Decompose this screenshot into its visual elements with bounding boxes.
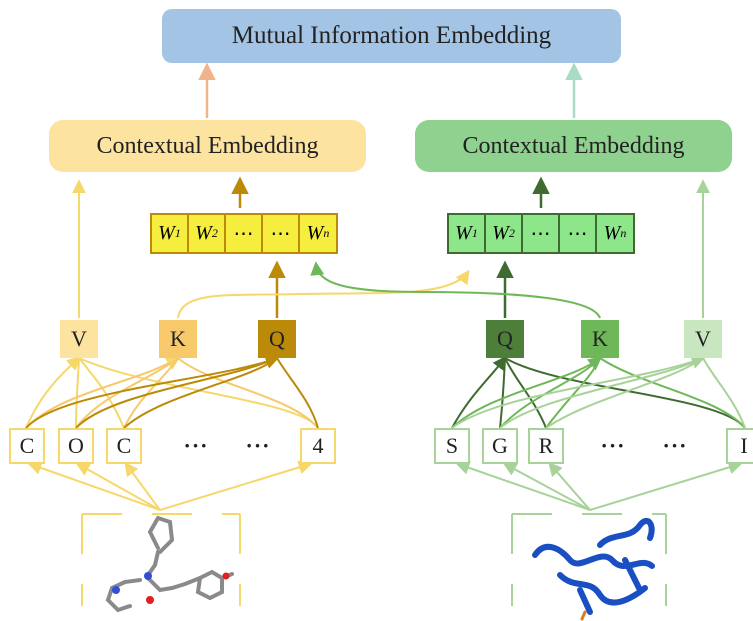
right-weight-cell-4: ⋯ <box>560 215 597 252</box>
left-token-ellipsis-1: ··· <box>183 433 209 458</box>
left-k-node: K <box>159 320 197 358</box>
right-k-node: K <box>581 320 619 358</box>
right-token-3: R <box>528 428 564 464</box>
right-token-ellipsis-1: ··· <box>600 433 626 458</box>
left-token-2: O <box>58 428 94 464</box>
left-v-node: V <box>60 320 98 358</box>
left-attention-edges <box>25 355 319 429</box>
left-token-1: C <box>9 428 45 464</box>
protein-image <box>532 518 655 621</box>
left-q-node: Q <box>258 320 296 358</box>
left-contextual-embedding-box: Contextual Embedding <box>49 120 366 172</box>
right-v-node: V <box>684 320 722 358</box>
right-q-node: Q <box>486 320 524 358</box>
left-token-ellipsis-2: ··· <box>245 433 271 458</box>
left-token-last: 4 <box>300 428 336 464</box>
right-attention-edges <box>451 355 746 429</box>
arrow-right-k-to-left-weights <box>310 261 601 319</box>
right-contextual-embedding-box: Contextual Embedding <box>415 120 732 172</box>
right-source-bracket <box>511 513 667 606</box>
left-source-bracket <box>81 513 241 606</box>
left-weight-cell-4: ⋯ <box>263 215 300 252</box>
right-token-1: S <box>434 428 470 464</box>
right-token-2: G <box>482 428 518 464</box>
right-token-last: I <box>726 428 753 464</box>
left-weight-cell-3: ⋯ <box>226 215 263 252</box>
molecule-image <box>105 515 234 613</box>
right-token-ellipsis-2: ··· <box>662 433 688 458</box>
mutual-information-embedding-box: Mutual Information Embedding <box>162 9 621 63</box>
left-source-edges <box>27 460 313 511</box>
left-token-3: C <box>106 428 142 464</box>
right-weight-cell-3: ⋯ <box>523 215 560 252</box>
right-source-edges <box>455 460 743 511</box>
arrow-left-k-to-right-weights <box>177 269 470 319</box>
